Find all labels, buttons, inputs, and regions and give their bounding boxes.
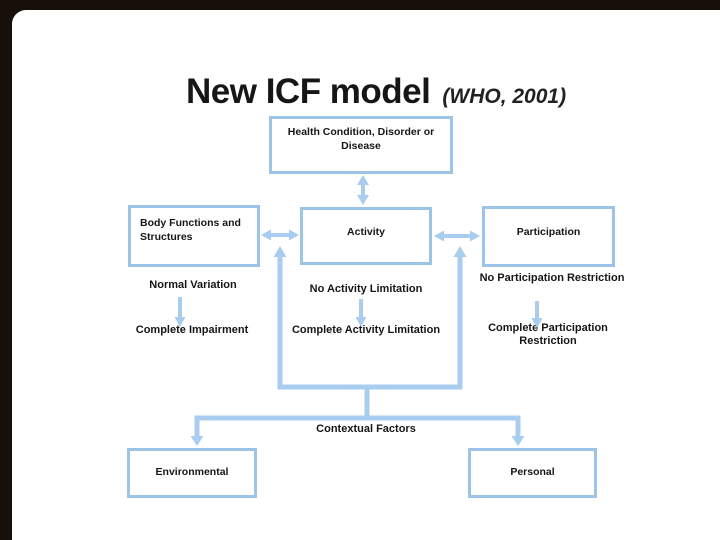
arrow-down-icon — [357, 195, 369, 205]
arrow-up-icon — [273, 246, 287, 257]
label-no-participation-restriction: No Participation Restriction — [479, 272, 625, 284]
contextual-bracket-line — [277, 255, 463, 390]
arrow-down-icon — [190, 436, 204, 446]
label-no-activity-limitation: No Activity Limitation — [309, 283, 423, 295]
label-complete-participation-restriction: Complete Participation Restriction — [488, 322, 608, 347]
label-normal-variation: Normal Variation — [149, 279, 237, 291]
arrow-right-icon — [289, 229, 299, 241]
box-participation: Participation — [482, 206, 615, 267]
arrow-up-icon — [357, 175, 369, 185]
arrow-up-icon — [453, 246, 467, 257]
arrow-right-icon — [470, 230, 480, 242]
box-health-condition: Health Condition, Disorder or Disease — [269, 116, 453, 174]
arrow-left-icon — [434, 230, 444, 242]
title-text: New ICF model — [186, 72, 431, 111]
box-activity: Activity — [300, 207, 432, 265]
label-complete-activity-limitation: Complete Activity Limitation — [291, 324, 441, 336]
box-environmental: Environmental — [127, 448, 257, 498]
arrow-left-icon — [261, 229, 271, 241]
label-contextual-factors: Contextual Factors — [316, 423, 416, 435]
box-personal: Personal — [468, 448, 597, 498]
arrow-down-icon — [511, 436, 525, 446]
title-citation: (WHO, 2001) — [442, 85, 567, 108]
slide-title: New ICF model (WHO, 2001) — [186, 72, 566, 112]
label-complete-impairment: Complete Impairment — [135, 324, 249, 336]
box-body-functions: Body Functions and Structures — [128, 205, 260, 267]
